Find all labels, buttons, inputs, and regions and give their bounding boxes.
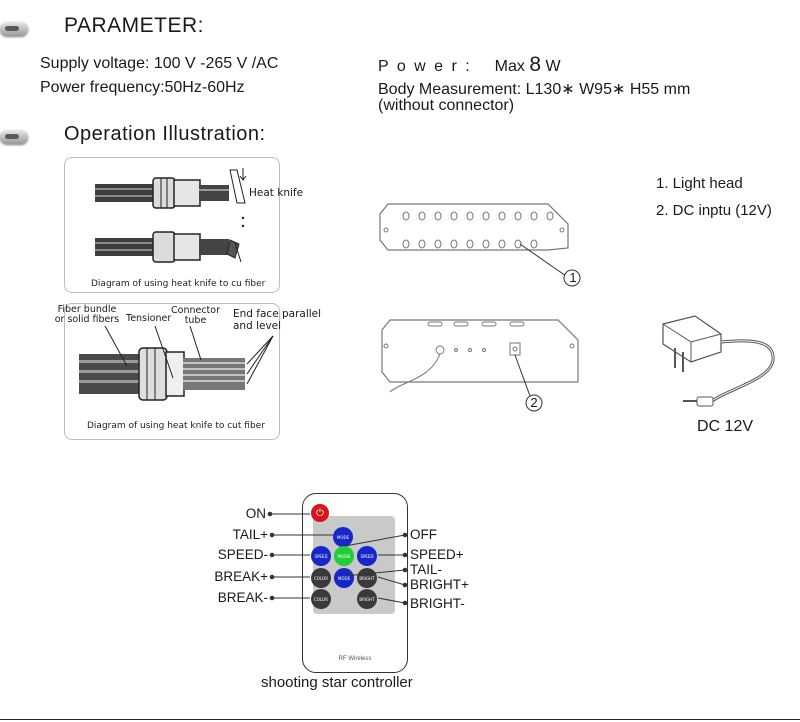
color-minus-button[interactable]: COLOR xyxy=(311,589,331,609)
bright-plus-button[interactable]: BRIGHT xyxy=(357,568,377,588)
label-speed-minus: SPEED- xyxy=(217,547,268,562)
power-label: P o w e r : xyxy=(378,58,472,75)
panel2-caption: Diagram of using heat knife to cut fiber xyxy=(87,421,265,431)
endface-line2: and level xyxy=(233,320,282,332)
dc-adapter-drawing xyxy=(662,315,775,407)
adapter-label: DC 12V xyxy=(697,418,754,435)
connector-label: Connector tube xyxy=(171,306,220,326)
parameter-heading: PARAMETER: xyxy=(64,14,204,37)
power-frequency: Power frequency:50Hz-60Hz xyxy=(40,79,245,96)
label-bright-plus: BRIGHT+ xyxy=(410,577,469,592)
speed-minus-button[interactable]: SPEED xyxy=(311,546,331,566)
operation-heading: Operation Illustration: xyxy=(64,123,266,145)
label-break-minus: BREAK- xyxy=(217,590,268,605)
power-unit: W xyxy=(545,58,561,75)
color-plus-button[interactable]: COLOR xyxy=(311,568,331,588)
power-value: 8 xyxy=(529,53,542,76)
fiber-cut-illustration xyxy=(79,325,274,401)
body-measurement: Body Measurement: L130∗ W95∗ H55 mm xyxy=(378,81,691,98)
power-icon: ⏻ xyxy=(316,507,324,519)
endface-line1: End face parallel xyxy=(233,308,322,320)
heat-knife-label: Heat knife xyxy=(249,187,304,199)
legend-item-1: 1. Light head xyxy=(656,175,743,192)
tensioner-label: Tensioner xyxy=(126,313,172,324)
label-tail-plus: TAIL+ xyxy=(232,527,268,542)
label-break-plus: BREAK+ xyxy=(214,569,268,584)
label-speed-plus: SPEED+ xyxy=(410,547,464,562)
light-head-drawing xyxy=(379,203,581,287)
label-bright-minus: BRIGHT- xyxy=(410,596,465,611)
heat-knife-illustration xyxy=(95,168,247,263)
power-prefix: Max xyxy=(494,58,525,75)
marker-2: 2 xyxy=(530,395,538,410)
power-spec: P o w e r : Max 8 W xyxy=(378,53,561,77)
connector-line2: tube xyxy=(184,315,207,326)
fiber-bundle-label: Fiber bundle or solid fibers xyxy=(52,305,122,325)
mode2-button[interactable]: MODE xyxy=(334,568,354,588)
label-tail-minus: TAIL- xyxy=(410,562,443,577)
connector-line1: Connector xyxy=(171,305,220,316)
marker-1: 1 xyxy=(569,270,577,285)
label-on: ON xyxy=(245,506,266,521)
footer-divider xyxy=(0,719,800,720)
remote-brand: RF Wireless xyxy=(338,656,372,662)
bright-minus-button[interactable]: BRIGHT xyxy=(357,589,377,609)
speed-plus-button[interactable]: SPEED xyxy=(357,546,377,566)
section-bullet-icon xyxy=(0,22,28,36)
fiber-bundle-line1: Fiber bundle xyxy=(57,304,117,315)
power-button[interactable]: ⏻ xyxy=(311,504,329,522)
body-note: (without connector) xyxy=(378,97,515,114)
endface-label: End face parallel and level xyxy=(233,308,321,332)
mode-button[interactable]: MODE xyxy=(333,527,353,547)
pause-button[interactable]: PAUSE xyxy=(334,546,354,566)
label-off: OFF xyxy=(410,527,437,542)
remote-controller: ⏻ MODE SPEED PAUSE SPEED COLOR MODE BRIG… xyxy=(302,493,408,673)
fiber-cut-diagram-panel: Fiber bundle or solid fibers Tensioner C… xyxy=(55,303,321,440)
panel1-caption: Diagram of using heat knife to cu fiber xyxy=(91,279,266,289)
supply-voltage: Supply voltage: 100 V -265 V /AC xyxy=(40,55,279,72)
power-box-drawing xyxy=(381,319,579,412)
fiber-bundle-line2: or solid fibers xyxy=(54,314,120,325)
legend-item-2: 2. DC inptu (12V) xyxy=(656,202,772,219)
remote-caption: shooting star controller xyxy=(261,674,413,691)
heat-knife-diagram-panel: Heat knife Diagram of using heat knife t… xyxy=(64,157,303,293)
section-bullet-icon xyxy=(0,130,28,144)
